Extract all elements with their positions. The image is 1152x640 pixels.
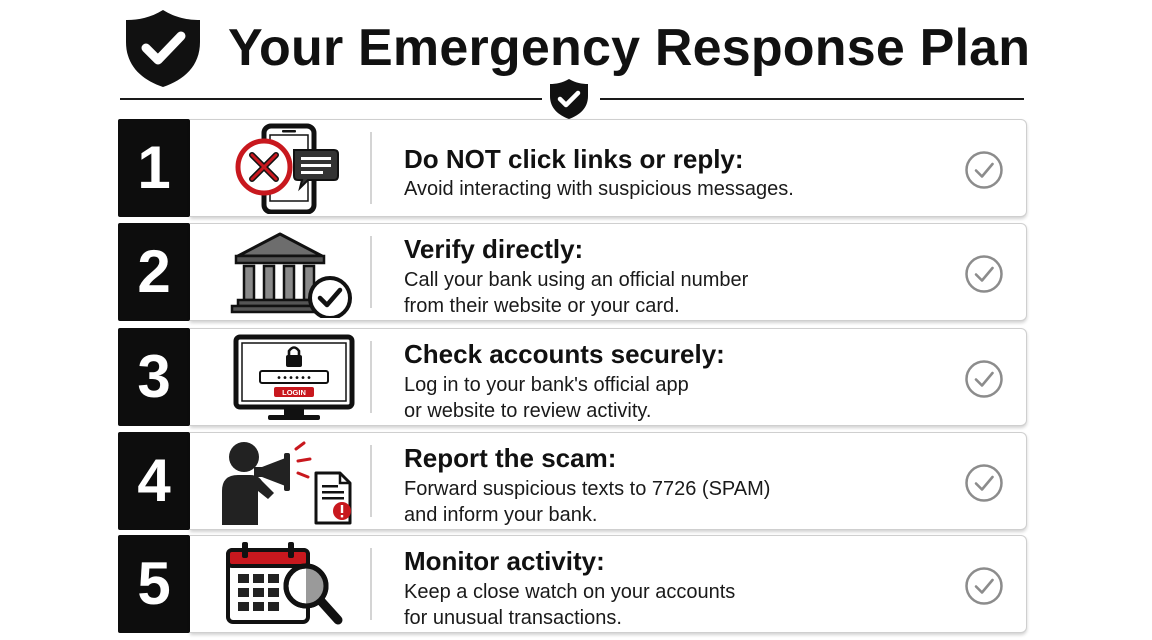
step-number: 5 [118,535,190,633]
card-divider [370,236,372,308]
step-card: Monitor activity: Keep a close watch on … [190,535,1027,633]
step-number: 3 [118,328,190,426]
megaphone-report-icon [222,441,352,525]
check-circle-icon [965,360,1003,398]
step-3: 3 •••••• LOGIN Check accounts securely: … [118,328,1028,426]
shield-check-icon [550,79,588,119]
password-mask: •••••• [276,373,312,384]
step-description-line-2: or website to review activity. [404,400,652,422]
phone-blocked-message-icon [235,123,339,214]
bank-verified-icon [230,232,352,318]
shield-check-icon [126,10,200,87]
step-4: 4 Report the scam: [118,432,1028,530]
step-heading: Check accounts securely: [404,339,725,369]
step-card: Report the scam: Forward suspicious text… [190,432,1027,530]
secure-login-monitor-icon: •••••• LOGIN [233,334,355,420]
step-description-line-1: Avoid interacting with suspicious messag… [404,178,794,200]
step-5: 5 Monitor activ [118,535,1028,633]
check-circle-icon [965,464,1003,502]
step-number: 2 [118,223,190,321]
step-heading: Do NOT click links or reply: [404,144,744,174]
header-divider-right [600,98,1024,100]
step-description-line-2: for unusual transactions. [404,607,622,629]
step-card: Verify directly: Call your bank using an… [190,223,1027,321]
step-number: 1 [118,119,190,217]
card-divider [370,445,372,517]
step-description-line-1: Log in to your bank's official app [404,374,689,396]
card-divider [370,341,372,413]
step-1: 1 Do NOT click links or reply: Avoid int… [118,119,1028,217]
check-circle-icon [965,567,1003,605]
step-card: Do NOT click links or reply: Avoid inter… [190,119,1027,217]
step-heading: Report the scam: [404,443,617,473]
check-circle-icon [965,255,1003,293]
check-circle-icon [965,151,1003,189]
calendar-magnifier-icon [226,542,343,625]
login-button-label: LOGIN [282,388,306,397]
step-number: 4 [118,432,190,530]
header: Your Emergency Response Plan [0,0,1152,119]
header-divider-left [120,98,542,100]
step-heading: Monitor activity: [404,546,605,576]
step-description-line-1: Call your bank using an official number [404,269,749,291]
card-divider [370,132,372,204]
step-description-line-2: from their website or your card. [404,295,680,317]
step-2: 2 Verify directly: Call your bank using … [118,223,1028,321]
card-divider [370,548,372,620]
step-heading: Verify directly: [404,234,584,264]
step-description-line-1: Keep a close watch on your accounts [404,581,736,603]
page-title: Your Emergency Response Plan [228,19,1031,77]
step-description-line-2: and inform your bank. [404,504,598,526]
step-description-line-1: Forward suspicious texts to 7726 (SPAM) [404,478,771,500]
step-card: •••••• LOGIN Check accounts securely: Lo… [190,328,1027,426]
